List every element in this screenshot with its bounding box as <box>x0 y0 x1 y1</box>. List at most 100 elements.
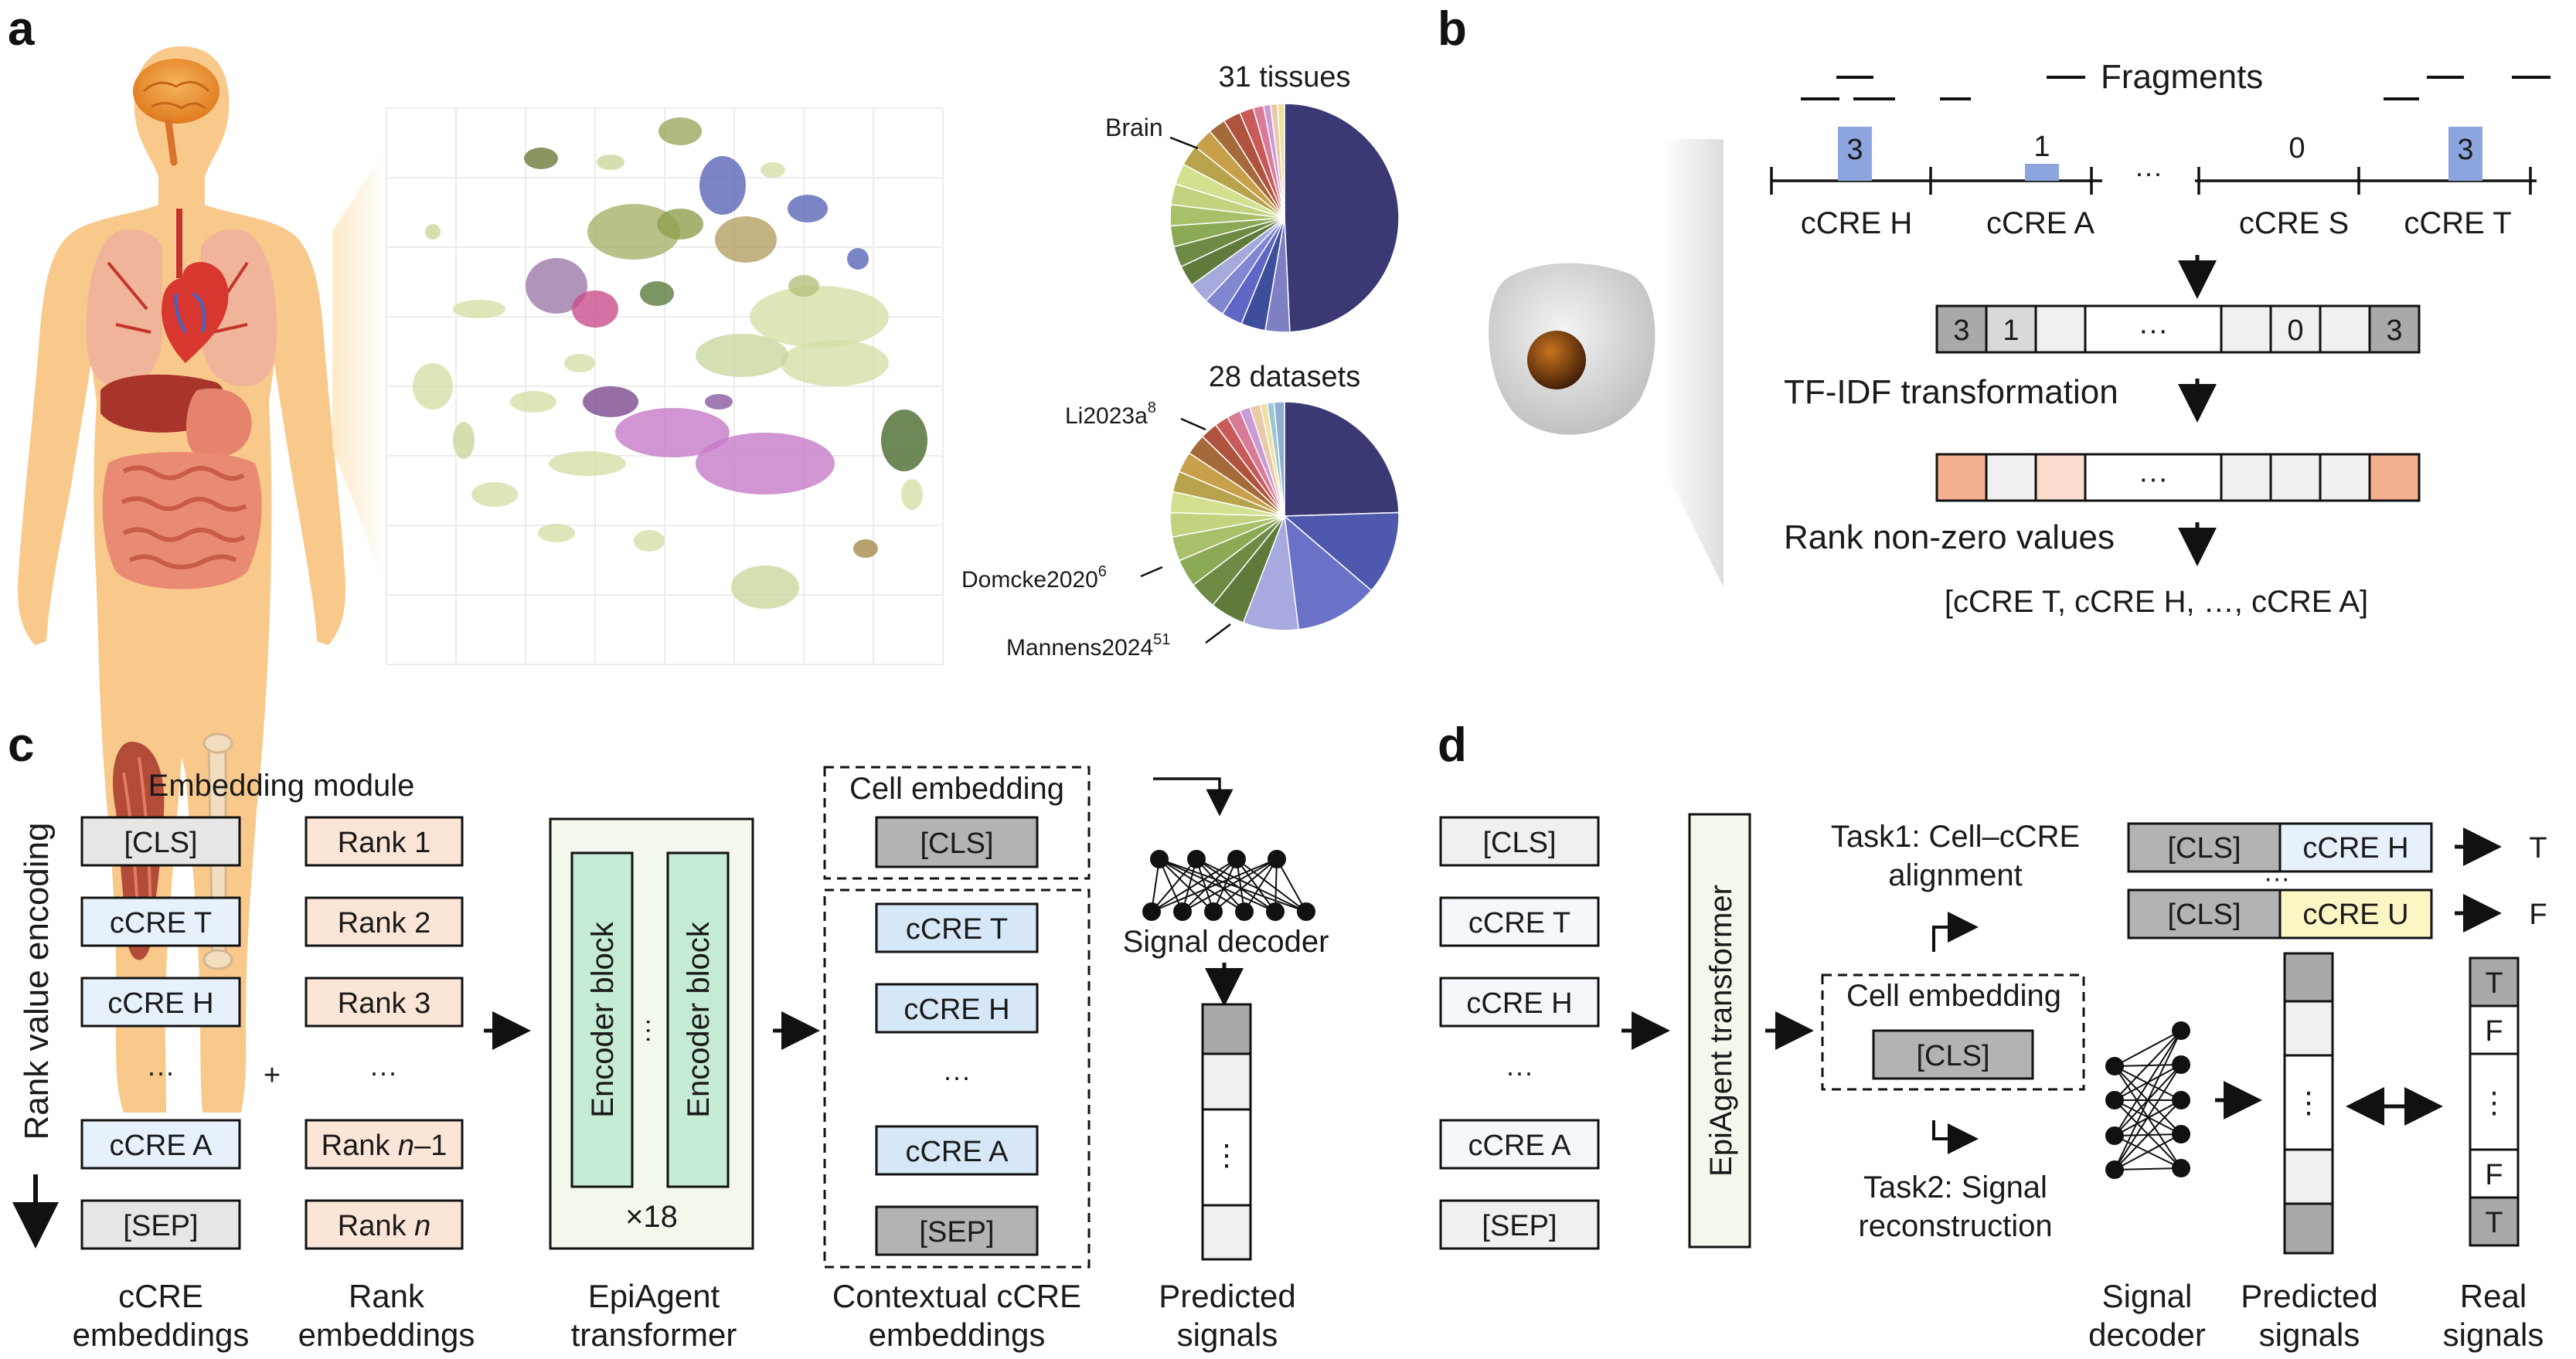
umap-cluster <box>847 248 869 270</box>
count-cell <box>2368 304 2421 354</box>
bottom-label-line2: embeddings <box>298 1317 475 1353</box>
tfidf-cell <box>2368 453 2421 502</box>
count-label-s: 0 <box>2288 132 2305 165</box>
decoder-node <box>1268 850 1286 868</box>
tfidf-cell <box>2084 453 2223 502</box>
count-cell <box>2034 304 2087 354</box>
decoder-node <box>1142 902 1161 921</box>
rank-token <box>305 896 464 947</box>
d-decoder-node <box>2105 1057 2124 1075</box>
d-cell-embedding-box <box>1821 973 2085 1091</box>
pie-chart-tissues: 31 tissues Brain <box>1105 61 1400 333</box>
d-signal-decoder-network <box>2105 1021 2190 1179</box>
encoder-ellipsis: ··· <box>632 1018 662 1044</box>
d-predicted-cell <box>2283 1202 2334 1255</box>
rank-token-ellipsis: ··· <box>369 1056 397 1088</box>
pie-datasets-label-mannens2024: Mannens202451 <box>1006 631 1170 661</box>
umap-cluster <box>538 524 575 542</box>
real-signal-cell <box>2469 956 2520 1007</box>
bottom-label-line2: embeddings <box>869 1317 1046 1353</box>
pair1-result: T <box>2529 832 2547 865</box>
d-token <box>1439 816 1600 867</box>
cell-cls-token <box>875 816 1039 868</box>
task2-line2: reconstruction <box>1858 1209 2052 1243</box>
epiagent-transformer-label: EpiAgent transformer <box>1704 885 1738 1177</box>
ctx-token-label: [SEP] <box>919 1216 994 1249</box>
d-predicted-cell <box>2283 1148 2334 1205</box>
pie-slice <box>1283 511 1400 592</box>
panel-label-c: c <box>8 719 34 772</box>
d-bottom-label-line2: signals <box>2443 1317 2544 1353</box>
umap-cluster <box>788 275 819 297</box>
pie-datasets-label-domcke2020: Domcke20206 <box>961 563 1107 593</box>
d-token-label: [CLS] <box>1482 827 1556 859</box>
umap-cluster <box>731 566 799 609</box>
cre-token <box>80 896 241 947</box>
d-predicted-vdots: ⋮ <box>2294 1087 2323 1119</box>
d-bottom-label-line2: signals <box>2259 1317 2360 1353</box>
panel-c-bottom-labels: cCREembeddingsRankembeddingsEpiAgenttran… <box>73 1278 1296 1353</box>
pair2-result: F <box>2529 899 2547 931</box>
rank-token <box>305 816 464 867</box>
d-decoder-node <box>2172 1021 2190 1040</box>
umap-cluster <box>705 394 733 409</box>
umap-cluster <box>640 281 674 306</box>
brain-organ <box>133 59 219 124</box>
d-bottom-label-line1: Real <box>2460 1278 2527 1314</box>
umap-cluster <box>587 204 680 260</box>
ctx-token-ellipsis: ··· <box>943 1061 971 1092</box>
rank-result: [cCRE T, cCRE H, …, cCRE A] <box>1945 585 2368 619</box>
d-decoder-node <box>2105 1126 2124 1145</box>
ccre-label-s: cCRE S <box>2239 206 2349 240</box>
d-token-ellipsis: ··· <box>1506 1056 1533 1088</box>
real-signal-value: ⋮ <box>2479 1087 2509 1119</box>
panel-label-d: d <box>1438 719 1467 772</box>
encoder-block-2-label: Encoder block <box>682 921 716 1117</box>
count-cell <box>2220 304 2272 354</box>
umap-cluster <box>699 156 746 215</box>
umap-cluster <box>564 354 595 372</box>
real-signal-cell <box>2469 1196 2520 1247</box>
umap-cluster <box>615 408 730 457</box>
pair2-ccre <box>2278 888 2433 939</box>
pair1-ccre <box>2278 822 2433 873</box>
rank-token-label: Rank 3 <box>338 987 430 1020</box>
pie-chart-datasets: 28 datasets Li2023a8 Domcke20206 Mannens… <box>961 361 1400 661</box>
cell-cls-token-label: [CLS] <box>920 827 993 860</box>
d-decoder-node <box>2172 1091 2190 1109</box>
rank-label: Rank non-zero values <box>1784 518 2115 556</box>
pie-datasets-label-li2023a: Li2023a8 <box>1065 399 1156 429</box>
cre-token-label: cCRE T <box>110 907 212 939</box>
rank-token <box>305 1199 464 1250</box>
rank-token-label: Rank n <box>338 1210 430 1242</box>
pie-slice <box>1284 103 1400 333</box>
ctx-token-label: cCRE H <box>903 994 1009 1026</box>
umap-cluster <box>901 479 923 510</box>
cre-token-ellipsis: ··· <box>147 1056 175 1088</box>
tfidf-cell <box>1935 453 1988 502</box>
d-decoder-node <box>2172 1125 2190 1143</box>
umap-cluster <box>761 162 785 178</box>
predicted-signal-cell <box>1201 1052 1252 1111</box>
umap-cluster <box>524 148 558 169</box>
count-cell <box>1935 304 1988 354</box>
umap-cluster <box>425 224 441 240</box>
decoder-node <box>1235 902 1254 921</box>
umap-cluster <box>658 117 702 145</box>
lung-left <box>86 229 162 386</box>
umap-cluster <box>510 391 556 413</box>
count-bar-a <box>2025 164 2059 181</box>
real-signal-value: T <box>2485 967 2503 1000</box>
zoom-fan-b <box>1662 139 1724 587</box>
umap-cluster <box>526 258 587 314</box>
d-token-label: cCRE A <box>1468 1130 1571 1162</box>
decoder-node <box>1204 902 1223 921</box>
d-bottom-label-line1: Predicted <box>2241 1278 2377 1314</box>
umap-plot <box>386 107 944 665</box>
d-token-label: [SEP] <box>1482 1210 1557 1242</box>
signal-decoder-label: Signal decoder <box>1123 925 1329 959</box>
tfidf-cell <box>2034 453 2087 502</box>
